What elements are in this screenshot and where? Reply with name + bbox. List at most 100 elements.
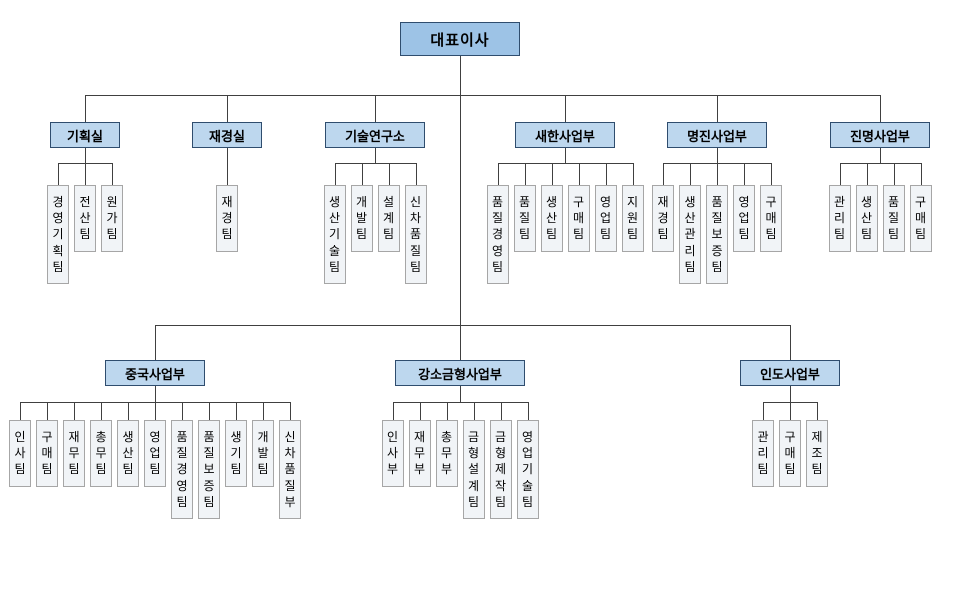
connector-line (744, 163, 745, 185)
team-box: 신차품질팀 (404, 185, 427, 284)
connector-line (866, 163, 868, 185)
connector-line (155, 386, 156, 402)
connector-line (790, 325, 791, 360)
team-box: 영업기술팀 (516, 420, 539, 519)
connector-line (632, 163, 634, 185)
team-box: 재경팀 (216, 185, 238, 252)
team-box: 품질보증팀 (706, 185, 728, 284)
connector-line (527, 402, 529, 420)
connector-line (790, 402, 791, 420)
connector-line (565, 148, 566, 163)
team-box: 경영기획팀 (47, 185, 69, 284)
dept-box: 강소금형사업부 (395, 360, 525, 386)
connector-line (771, 163, 772, 185)
connector-line (717, 163, 718, 185)
team-box: 원가팀 (101, 185, 123, 252)
team-box: 개발팀 (252, 420, 274, 487)
team-box: 생산팀 (855, 185, 878, 252)
team-box: 품질경영팀 (486, 185, 509, 284)
team-box: 금형설계팀 (462, 420, 485, 519)
connector-line (388, 163, 390, 185)
dept-box: 기술연구소 (325, 122, 425, 148)
team-box: 금형제작팀 (489, 420, 512, 519)
dept-box: 중국사업부 (105, 360, 205, 386)
connector-line (392, 402, 394, 420)
team-box: 전산팀 (74, 185, 96, 252)
connector-line (209, 402, 210, 420)
ceo-box: 대표이사 (400, 22, 520, 56)
team-box: 재무팀 (63, 420, 85, 487)
dept-box: 새한사업부 (515, 122, 615, 148)
connector-line (58, 163, 59, 185)
team-box: 설계팀 (377, 185, 400, 252)
connector-line (551, 163, 553, 185)
team-box: 구매팀 (909, 185, 932, 252)
team-box: 구매팀 (779, 420, 801, 487)
connector-line (47, 402, 48, 420)
connector-line (460, 386, 461, 402)
team-box: 구매팀 (36, 420, 58, 487)
team-box: 재경팀 (652, 185, 674, 252)
connector-line (227, 148, 228, 185)
connector-line (101, 402, 102, 420)
connector-line (392, 402, 529, 403)
connector-line (155, 402, 156, 420)
connector-line (839, 163, 922, 164)
team-box: 총무부 (435, 420, 458, 487)
connector-line (690, 163, 691, 185)
connector-line (415, 163, 417, 185)
connector-line (375, 148, 376, 163)
connector-line (578, 163, 580, 185)
team-box: 재무부 (408, 420, 431, 487)
connector-line (500, 402, 502, 420)
connector-line (155, 325, 156, 360)
connector-line (227, 95, 228, 122)
connector-line (920, 163, 922, 185)
team-box: 영업팀 (594, 185, 617, 252)
connector-line (497, 163, 499, 185)
dept-box: 재경실 (192, 122, 262, 148)
connector-line (460, 56, 461, 325)
connector-line (446, 402, 448, 420)
team-box: 총무팀 (90, 420, 112, 487)
team-box: 품질팀 (882, 185, 905, 252)
team-box: 생산팀 (117, 420, 139, 487)
connector-line (605, 163, 607, 185)
connector-line (85, 148, 86, 163)
connector-line (880, 148, 881, 163)
connector-line (236, 402, 237, 420)
dept-box: 진명사업부 (830, 122, 930, 148)
connector-line (839, 163, 841, 185)
team-box: 생기팀 (225, 420, 247, 487)
dept-box: 기획실 (50, 122, 120, 148)
team-box: 품질경영팀 (171, 420, 193, 519)
connector-line (763, 402, 764, 420)
team-box: 지원팀 (621, 185, 644, 252)
connector-line (263, 402, 264, 420)
connector-line (790, 386, 791, 402)
team-box: 인사팀 (9, 420, 31, 487)
team-box: 관리팀 (752, 420, 774, 487)
team-box: 생산팀 (540, 185, 563, 252)
connector-line (182, 402, 183, 420)
connector-line (375, 95, 376, 122)
connector-line (497, 163, 634, 164)
connector-line (893, 163, 895, 185)
team-box: 개발팀 (350, 185, 373, 252)
team-box: 영업팀 (144, 420, 166, 487)
connector-line (524, 163, 526, 185)
connector-line (112, 163, 113, 185)
connector-line (85, 163, 86, 185)
connector-line (74, 402, 75, 420)
connector-line (817, 402, 818, 420)
team-box: 생산관리팀 (679, 185, 701, 284)
connector-line (128, 402, 129, 420)
connector-line (85, 95, 86, 122)
team-box: 품질보증팀 (198, 420, 220, 519)
dept-box: 인도사업부 (740, 360, 840, 386)
connector-line (717, 148, 718, 163)
team-box: 생산기술팀 (323, 185, 346, 284)
team-box: 구매팀 (567, 185, 590, 252)
connector-line (717, 95, 718, 122)
